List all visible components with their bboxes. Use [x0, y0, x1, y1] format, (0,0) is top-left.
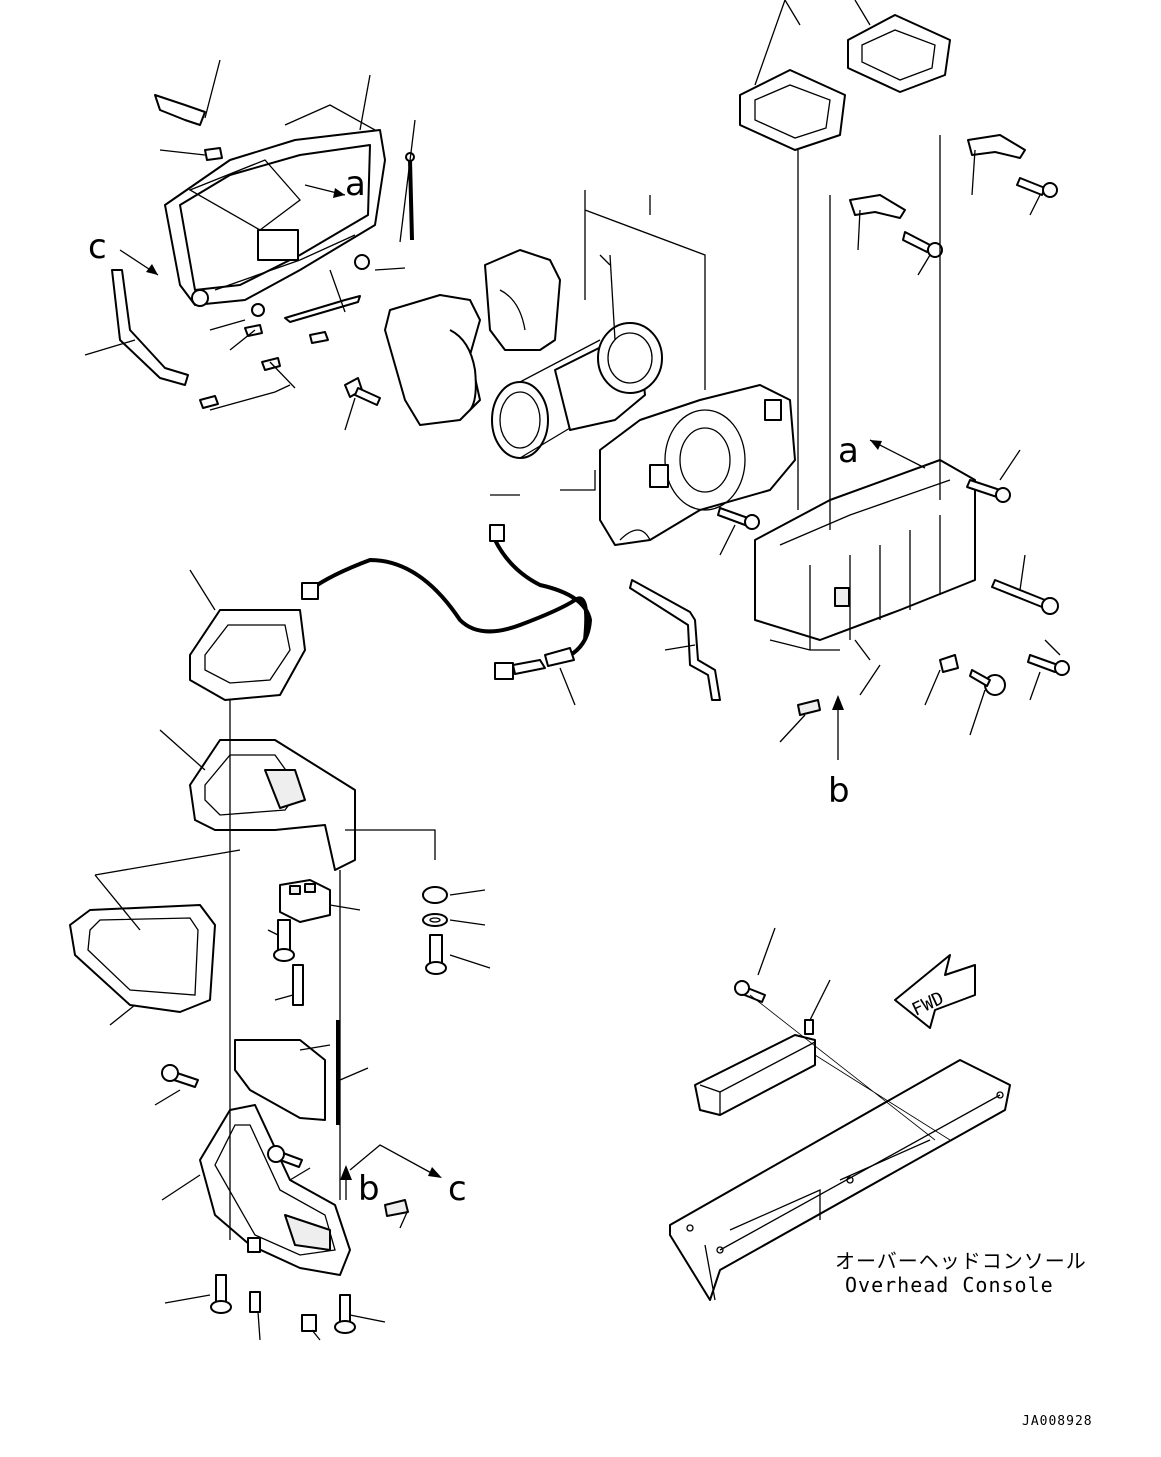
ref-letter-c-left: c: [88, 227, 107, 267]
strip-bracket: [629, 579, 721, 701]
wiring-harness: [301, 524, 592, 680]
ref-letter-a-right: a: [838, 431, 859, 471]
blower-motor-fan: [491, 322, 663, 459]
l-bracket: [111, 269, 189, 386]
overhead-console-panel: [669, 1059, 1011, 1301]
ref-letter-b-right: b: [828, 771, 850, 811]
screw-right-3: [966, 449, 1021, 503]
filter-triangle-lower: [69, 904, 216, 1013]
washer-screw: [969, 669, 1006, 736]
upper-duct-housing: [164, 104, 386, 317]
stud: [274, 964, 304, 1006]
pad-lower: [384, 1199, 409, 1217]
nut-right: [422, 886, 486, 904]
ref-letter-b-bottom: b: [358, 1169, 380, 1209]
bracket-right-2: [967, 134, 1026, 196]
bolt-center-left: [344, 377, 381, 431]
drawing-code: JA008928: [1022, 1414, 1093, 1429]
filter-frame-1: [739, 69, 846, 151]
bolt-center: [717, 507, 760, 556]
filter-frame-2: [847, 14, 951, 93]
pad: [797, 699, 821, 716]
lower-duct: [199, 1104, 351, 1276]
bracket-plate: [234, 1039, 331, 1121]
fwd-arrow-icon: [894, 954, 976, 1029]
caption-english: Overhead Console: [845, 1273, 1054, 1297]
bracket-right-1: [849, 194, 906, 251]
lower-duct-frame: [189, 739, 356, 871]
bolt-right-lower: [425, 934, 491, 975]
relay-block: [279, 879, 361, 923]
small-bracket: [154, 59, 221, 126]
washer-right: [422, 913, 486, 927]
control-module: [694, 979, 831, 1116]
screw-bottom-2: [334, 1294, 386, 1334]
screw-right-2: [1016, 177, 1058, 216]
seal-strip: [284, 295, 361, 323]
housing-block: [257, 229, 299, 261]
blower-housing-right: [599, 384, 796, 546]
long-rod: [408, 159, 414, 241]
nut-bottom: [301, 1314, 321, 1341]
ref-letter-a-top: a: [345, 164, 366, 204]
screw-right-1: [902, 231, 943, 276]
air-duct-main: [754, 459, 976, 651]
clip-right: [924, 654, 959, 706]
long-bolt-right: [991, 554, 1059, 615]
clip: [204, 147, 223, 161]
screw-duct: [267, 1145, 311, 1181]
screw-right-4: [1027, 654, 1070, 701]
caption-japanese: オーバーヘッドコンソール: [835, 1249, 1087, 1273]
nut: [354, 254, 370, 270]
blower-housing-left: [384, 249, 561, 426]
screw-bottom-1: [164, 1274, 232, 1314]
bolt-left-1: [267, 919, 295, 962]
screw-left: [154, 1064, 199, 1106]
screw-console: [734, 927, 776, 1003]
filter-triangle-upper: [189, 609, 306, 701]
clip-bottom: [249, 1291, 261, 1341]
ref-letter-c-bottom: c: [448, 1169, 467, 1209]
